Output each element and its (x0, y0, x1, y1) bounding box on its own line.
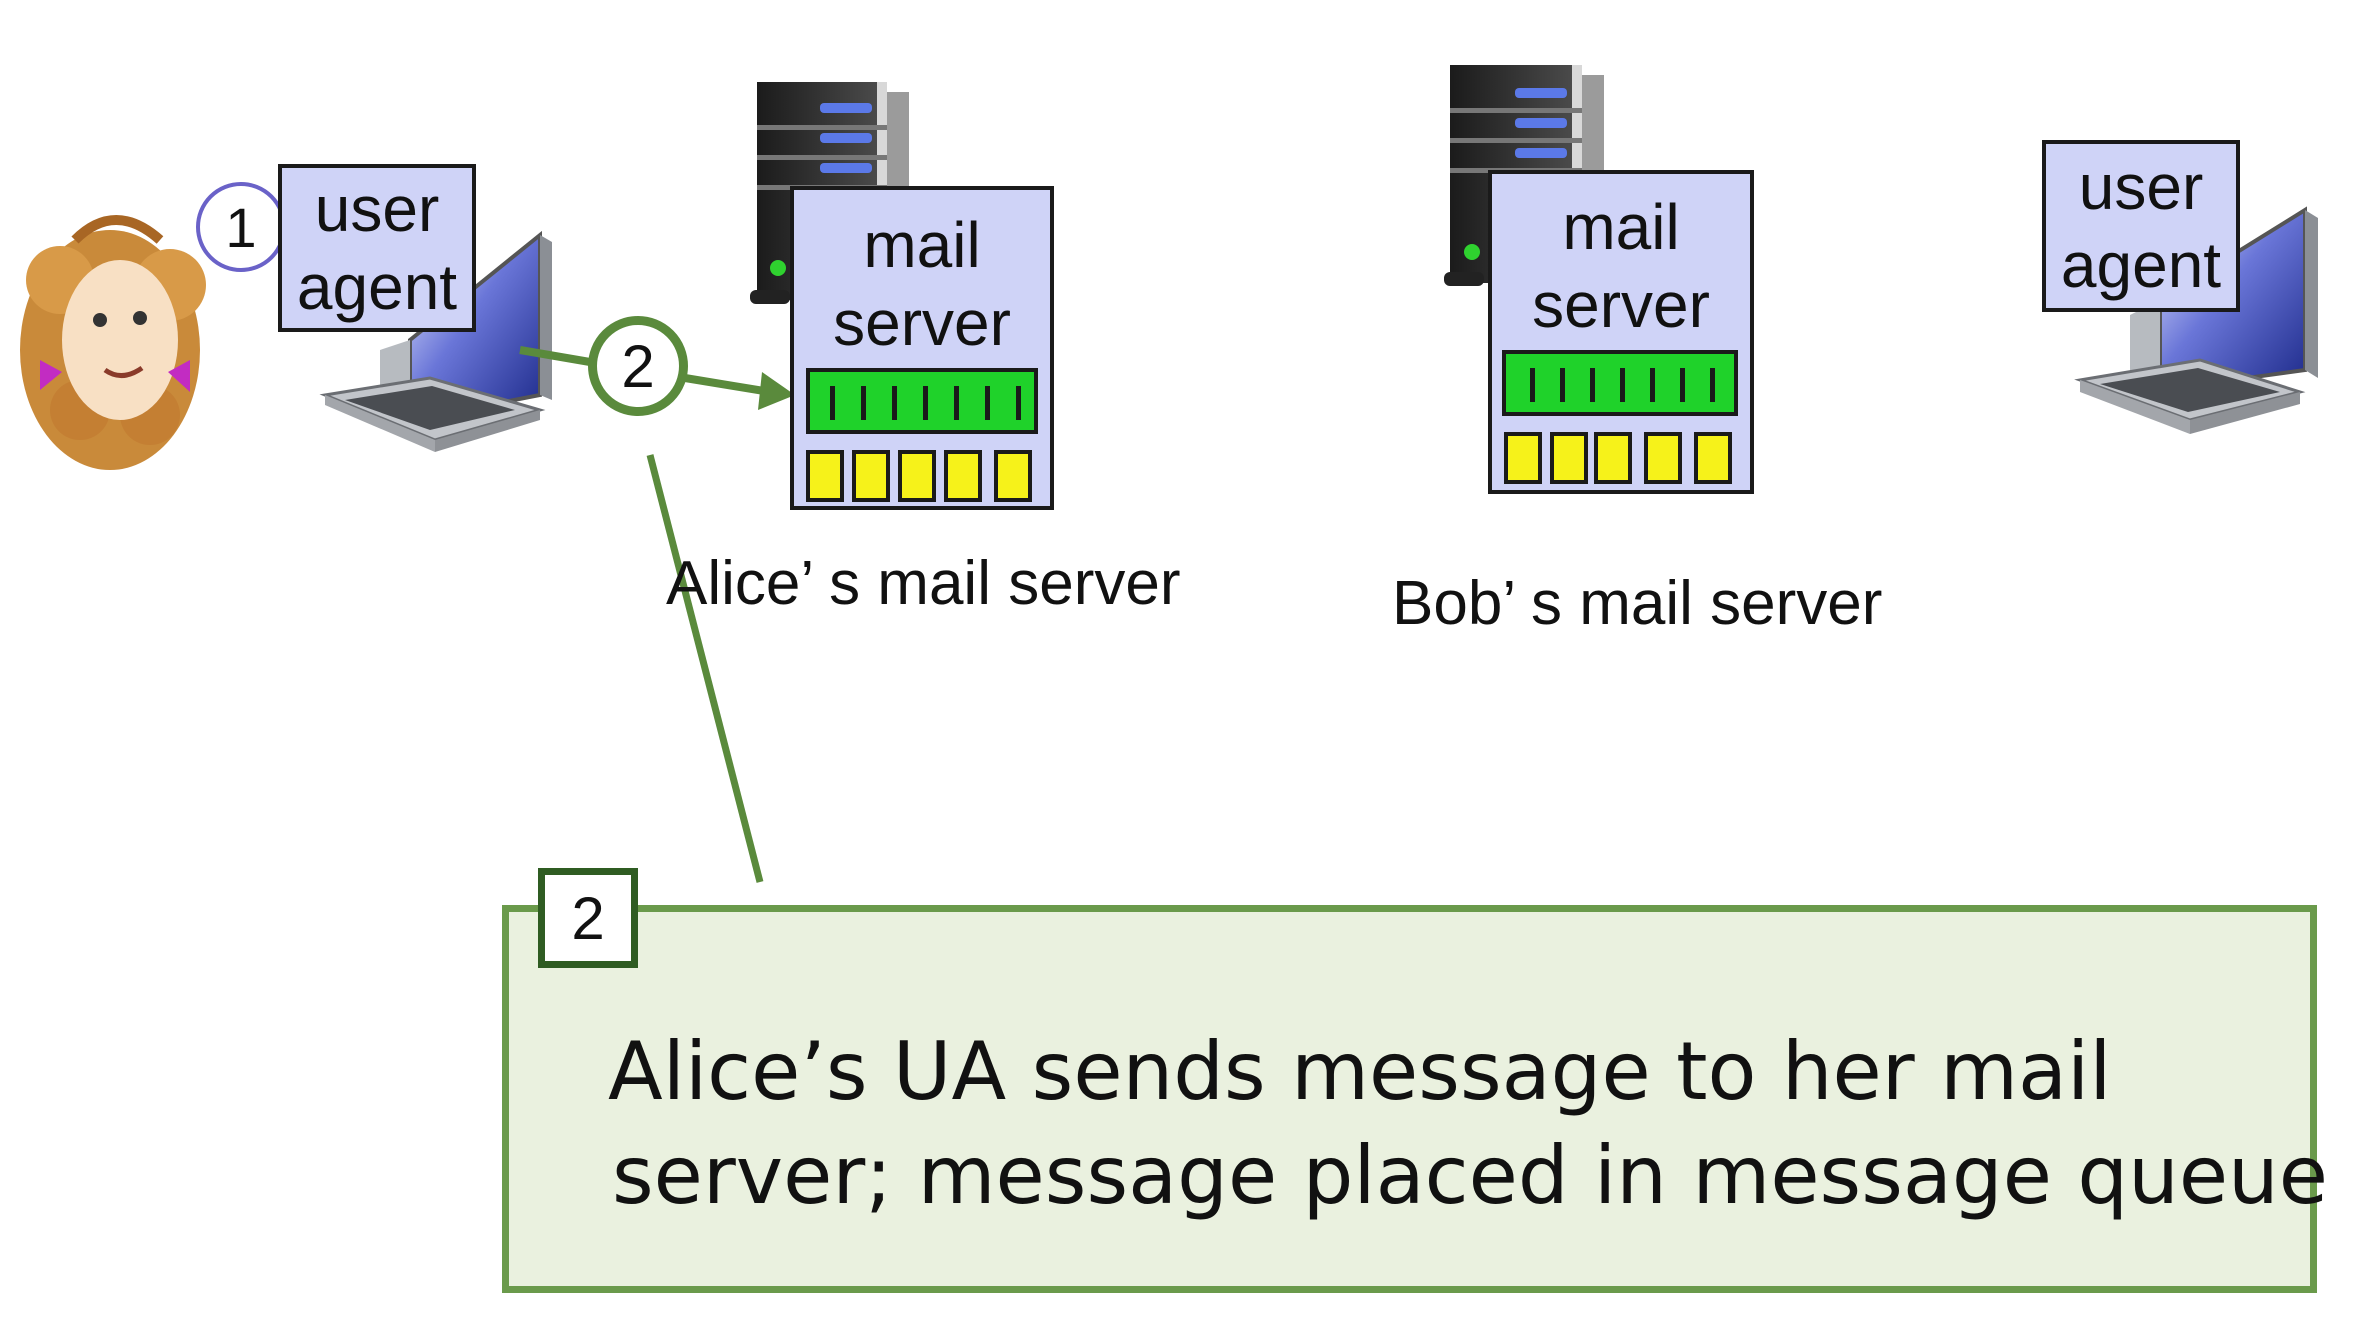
server-label-line1: mail (863, 209, 981, 281)
ua-label-line1: user (2078, 151, 2204, 223)
callout-box (502, 905, 2317, 1293)
mailbox-slot (852, 450, 890, 502)
alice-user-agent-box: user agent (278, 164, 476, 332)
ua-label-line2: agent (296, 251, 458, 323)
alice-server-caption: Alice’ s mail server (666, 549, 1181, 618)
ua-label-line2: agent (2060, 229, 2222, 301)
alice-mail-server-box: mail server (790, 186, 1054, 510)
bob-user-agent-box: user agent (2042, 140, 2240, 312)
mailbox-slot (806, 450, 844, 502)
mailbox-slot (1594, 432, 1632, 484)
callout-step-tab: 2 (538, 868, 638, 968)
step-1-circle: 1 (196, 182, 286, 272)
step-2-circle: 2 (588, 316, 688, 416)
alice-person-icon (20, 215, 206, 470)
callout-pointer-line (646, 454, 764, 883)
callout-text-line1: Alice’s UA sends message to her mail (608, 1025, 2112, 1118)
mailbox-slot (1550, 432, 1588, 484)
step2-to-server-line (684, 374, 771, 396)
bob-server-caption: Bob’ s mail server (1392, 569, 1883, 638)
mailbox-slot (1504, 432, 1542, 484)
ua-label-line1: user (314, 173, 440, 245)
mailbox-slot (994, 450, 1032, 502)
server-label-line2: server (833, 287, 1011, 359)
server-arrowhead (758, 372, 795, 410)
mailbox-slot (1644, 432, 1682, 484)
step-2-label: 2 (621, 332, 655, 400)
ua-to-step2-line (519, 346, 591, 366)
bob-mail-server-box: mail server (1488, 170, 1754, 494)
mailbox-slot (944, 450, 982, 502)
mailbox-slot (1694, 432, 1732, 484)
message-queue-bar (1502, 350, 1738, 416)
callout-text-line2: server; message placed in message queue (612, 1129, 2328, 1222)
server-label-line2: server (1532, 269, 1710, 341)
mailbox-slot (898, 450, 936, 502)
callout-step-label: 2 (571, 884, 605, 952)
message-queue-bar (806, 368, 1038, 434)
step-1-label: 1 (225, 195, 257, 259)
server-label-line1: mail (1562, 191, 1680, 263)
